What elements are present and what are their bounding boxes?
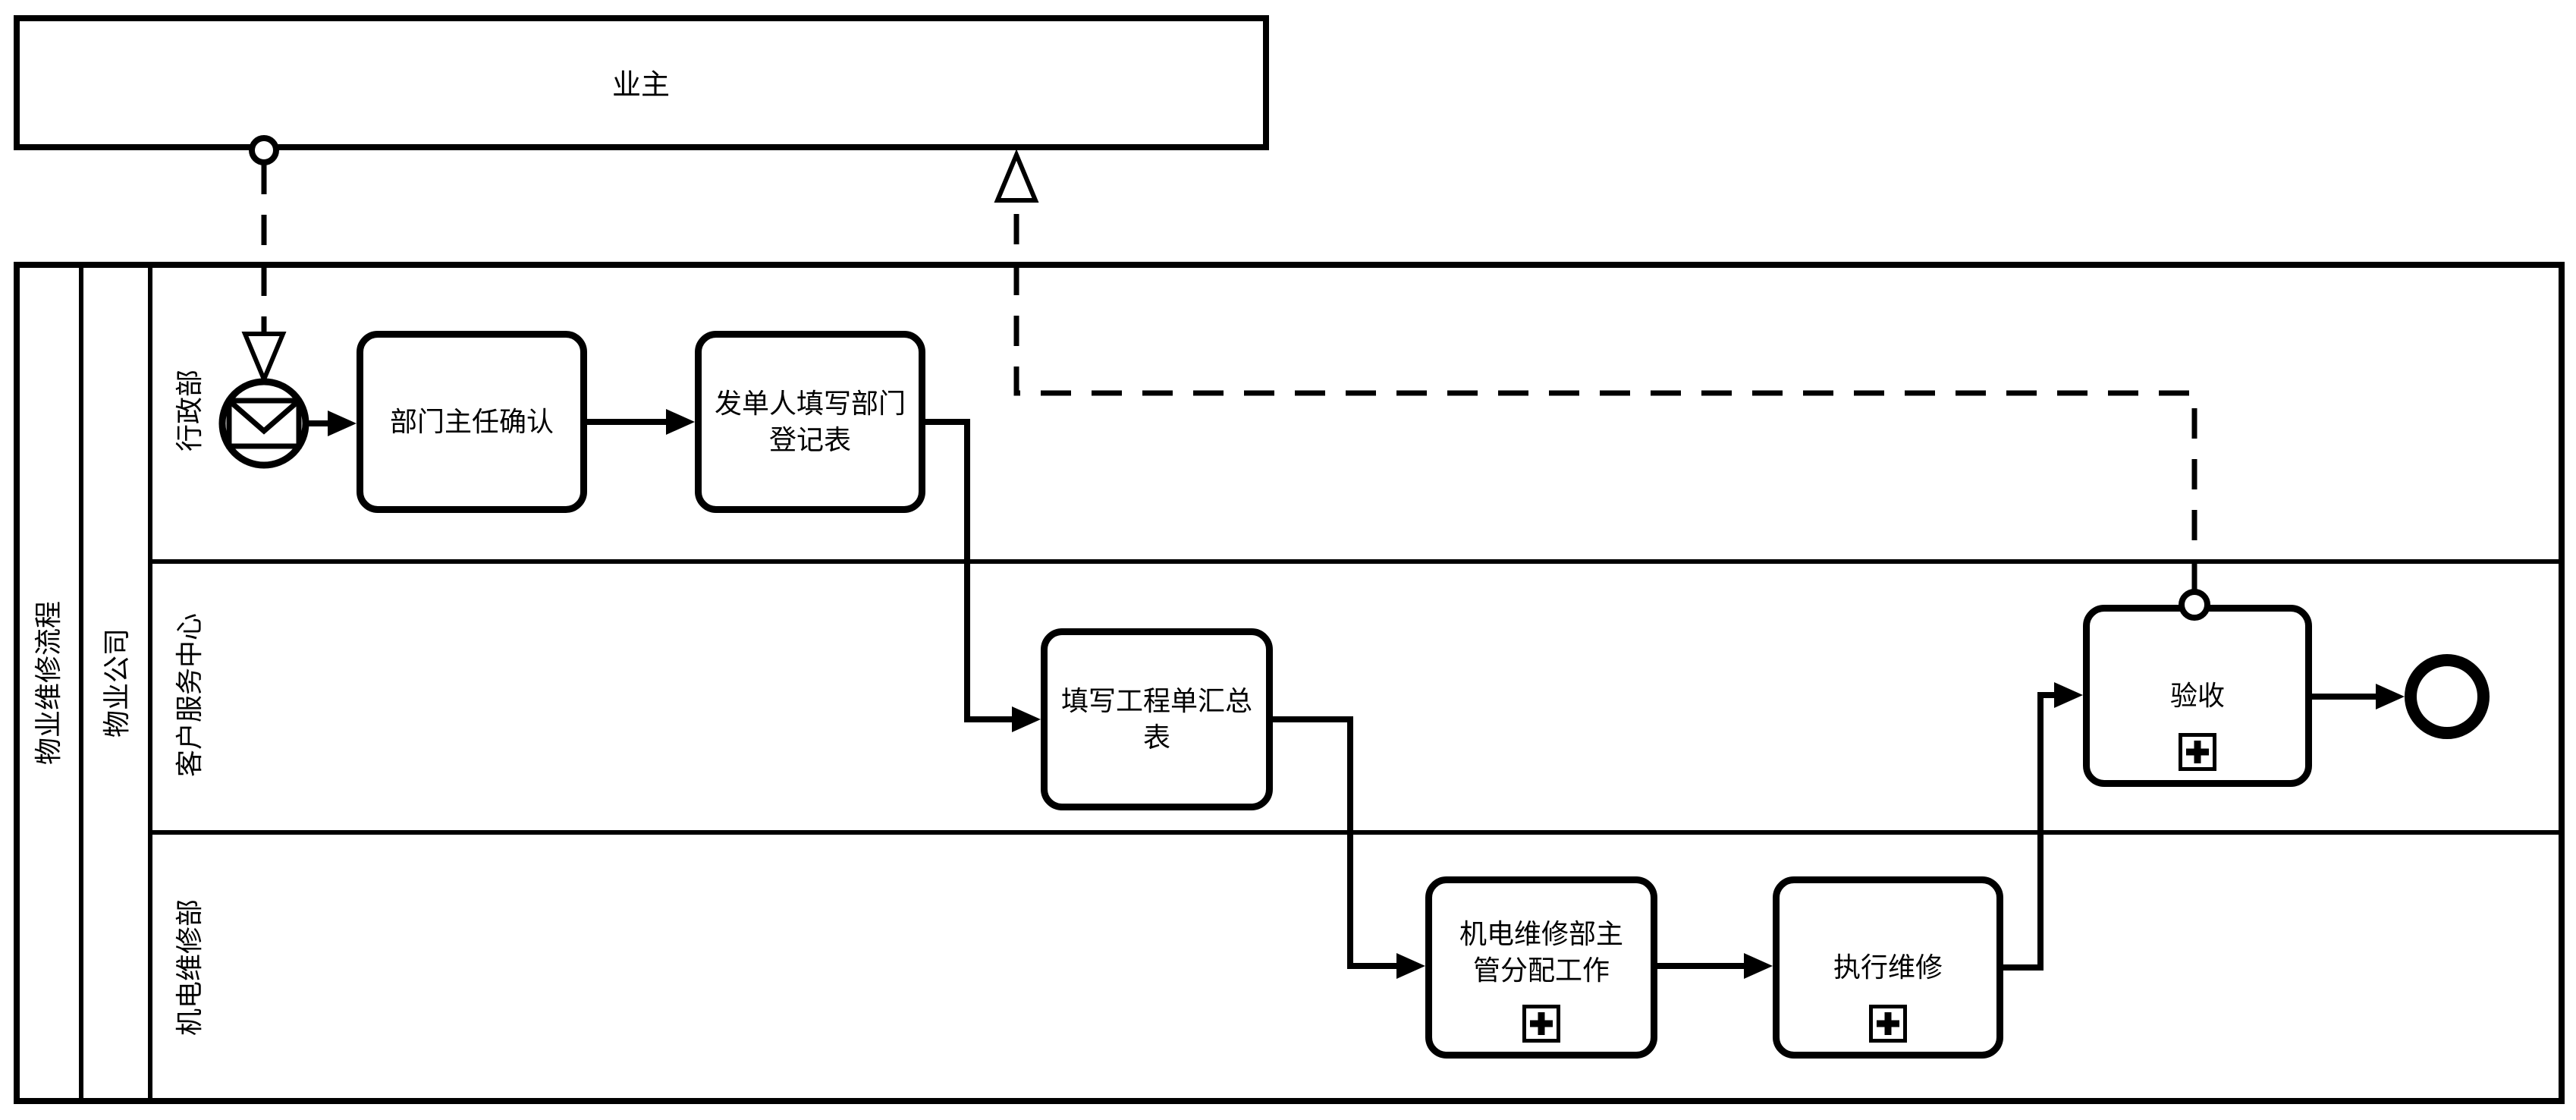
task-supervisor-assign-work: 机电维修部主管分配工作: [1425, 876, 1657, 1059]
process-name-label: 物业维修流程: [33, 600, 64, 766]
task-label: 执行维修: [1833, 952, 1943, 983]
pool-name-divider: [79, 262, 83, 1104]
subprocess-plus-icon: [2179, 733, 2216, 771]
task-label: 发单人填写部门登记表: [714, 388, 906, 455]
lane-label-admin: 行政部: [174, 369, 205, 452]
lane-divider-1: [150, 559, 2565, 564]
task-label: 部门主任确认: [389, 406, 554, 438]
task-label: 验收: [2169, 680, 2225, 712]
lane-divider-2: [150, 830, 2565, 835]
task-label: 填写工程单汇总表: [1060, 685, 1252, 753]
lane-label-customer-service: 客户服务中心: [174, 612, 205, 778]
owner-pool: [14, 15, 1269, 150]
owner-pool-label: 业主: [611, 69, 671, 102]
subprocess-plus-icon: [1522, 1005, 1560, 1043]
subprocess-plus-icon: [1869, 1005, 1907, 1043]
task-execute-repair: 执行维修: [1773, 876, 2003, 1059]
task-acceptance: 验收: [2083, 605, 2312, 787]
task-fill-worksheet-summary: 填写工程单汇总表: [1041, 628, 1273, 810]
participant-name-label: 物业公司: [101, 628, 132, 738]
task-fill-dept-register-form: 发单人填写部门登记表: [695, 331, 925, 513]
lane-label-maintenance-dept: 机电维修部: [174, 898, 205, 1037]
task-dept-director-confirm: 部门主任确认: [357, 331, 587, 513]
participant-divider: [148, 262, 152, 1104]
open-arrowhead-icon: [994, 149, 1039, 203]
task-label: 机电维修部主管分配工作: [1459, 918, 1623, 986]
